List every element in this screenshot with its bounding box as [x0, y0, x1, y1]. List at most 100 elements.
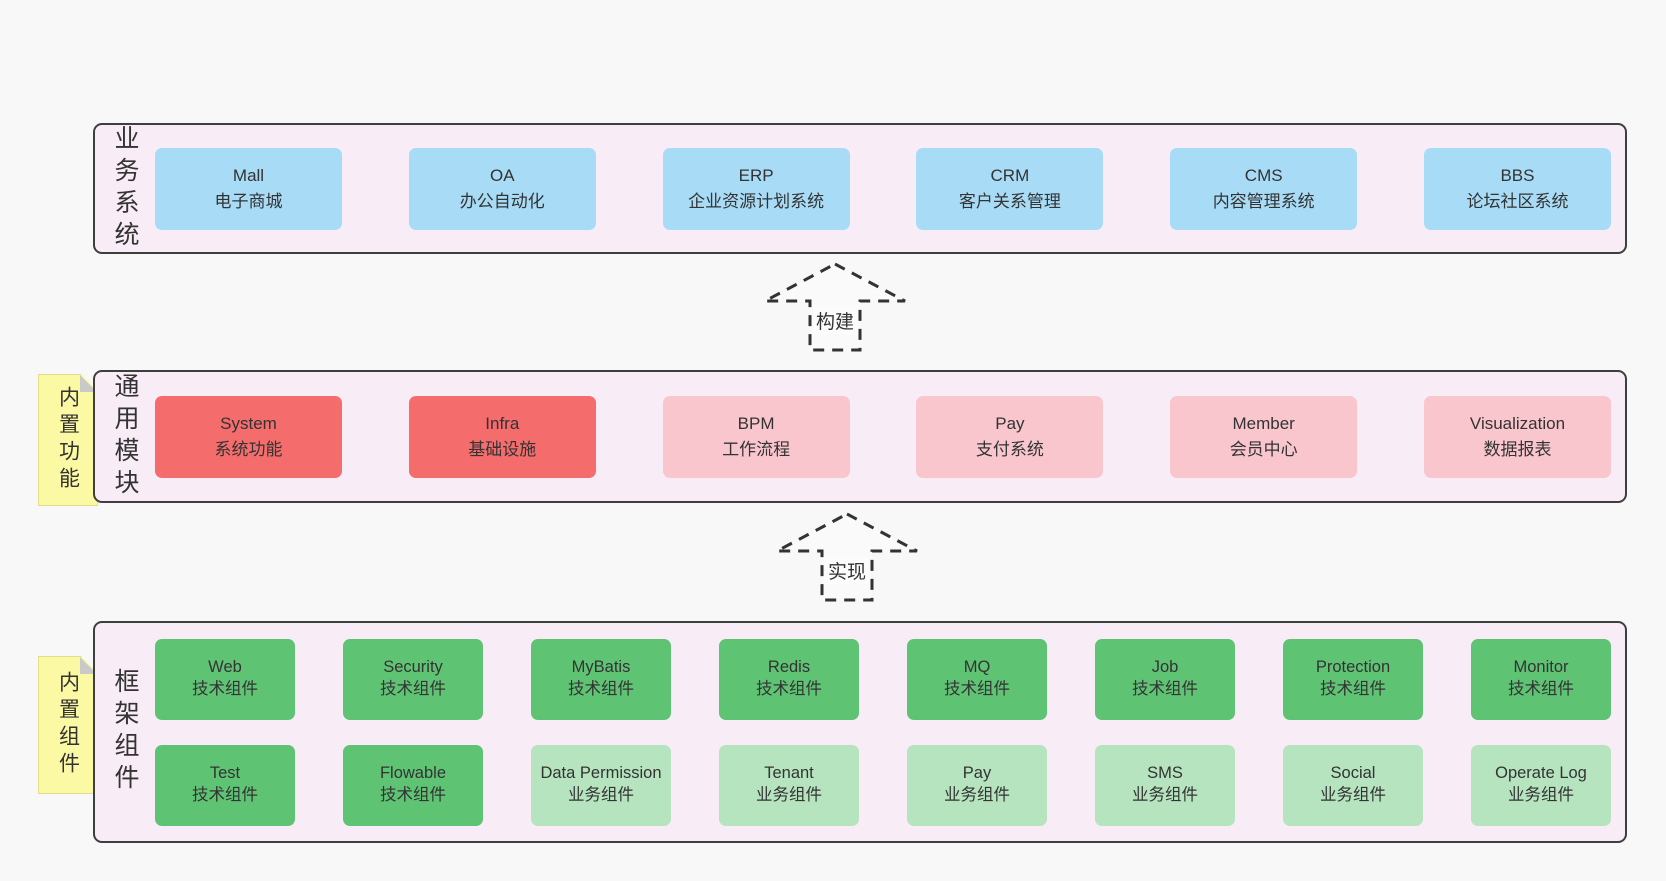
component-name: Mall [232, 166, 265, 185]
component-desc: 业务组件 [1132, 786, 1198, 804]
component-desc: 技术组件 [1132, 680, 1198, 698]
layer-band-common-modules: 通用模块 System 系统功能 Infra 基础设施 BPM 工作流程 Pay 支付系统 Me… [93, 370, 1627, 503]
component-box-monitor: Monitor 技术组件 [1471, 638, 1611, 720]
component-name: Test [209, 764, 241, 783]
component-box-web: Web 技术组件 [155, 638, 295, 720]
component-desc: 电子商城 [214, 191, 283, 211]
component-desc: 技术组件 [944, 680, 1010, 698]
component-desc: 支付系统 [975, 439, 1044, 459]
component-name: MQ [963, 658, 991, 677]
component-desc: 技术组件 [192, 680, 258, 698]
sticky-note-builtin-features: 内置功能 [38, 374, 98, 506]
component-desc: 业务组件 [1320, 786, 1386, 804]
component-box-social: Social 业务组件 [1283, 744, 1423, 826]
component-name: Tenant [764, 764, 814, 783]
component-box-infra: Infra 基础设施 [408, 395, 596, 478]
component-name: CMS [1244, 166, 1283, 185]
component-box-crm: CRM 客户关系管理 [916, 147, 1104, 230]
component-box-erp: ERP 企业资源计划系统 [662, 147, 850, 230]
component-name: ERP [738, 166, 774, 185]
component-name: Job [1151, 658, 1179, 677]
component-desc: 数据报表 [1483, 439, 1552, 459]
sticky-note-label: 内置功能 [56, 386, 80, 494]
business-systems-boxes: Mall 电子商城 OA 办公自动化 ERP 企业资源计划系统 CRM 客户关系管理 CMS 内容… [145, 147, 1625, 230]
component-name: BPM [737, 414, 775, 433]
component-desc: 企业资源计划系统 [688, 191, 825, 211]
component-box-tenant: Tenant 业务组件 [719, 744, 859, 826]
component-desc: 技术组件 [1508, 680, 1574, 698]
component-name: Flowable [379, 764, 447, 783]
sticky-note-builtin-components: 内置组件 [38, 656, 98, 794]
component-desc: 技术组件 [192, 786, 258, 804]
component-desc: 内容管理系统 [1212, 191, 1315, 211]
component-box-bbs: BBS 论坛社区系统 [1423, 147, 1611, 230]
component-desc: 业务组件 [1508, 786, 1574, 804]
component-desc: 技术组件 [568, 680, 634, 698]
component-name: Web [208, 658, 242, 677]
component-desc: 系统功能 [214, 439, 283, 459]
component-name: Pay [962, 764, 992, 783]
component-box-security: Security 技术组件 [343, 638, 483, 720]
component-box-mall: Mall 电子商城 [155, 147, 342, 230]
component-box-test: Test 技术组件 [155, 744, 295, 826]
arrow-label-build: 构建 [812, 307, 858, 334]
component-box-job: Job 技术组件 [1095, 638, 1235, 720]
component-name: Data Permission [540, 764, 662, 783]
component-name: BBS [1500, 166, 1535, 185]
component-box-system: System 系统功能 [155, 395, 342, 478]
component-name: Member [1232, 414, 1295, 433]
component-desc: 业务组件 [568, 786, 634, 804]
component-box-visualization: Visualization 数据报表 [1423, 395, 1611, 478]
component-box-sms: SMS 业务组件 [1095, 744, 1235, 826]
component-box-mybatis: MyBatis 技术组件 [531, 638, 671, 720]
component-name: Security [383, 658, 443, 677]
component-box-flowable: Flowable 技术组件 [343, 744, 483, 826]
component-desc: 办公自动化 [459, 191, 545, 211]
component-desc: 业务组件 [756, 786, 822, 804]
component-desc: 技术组件 [380, 680, 446, 698]
component-name: SMS [1147, 764, 1183, 783]
layer-label-common-modules: 通用模块 [111, 372, 139, 501]
component-desc: 业务组件 [944, 786, 1010, 804]
layer-label-business-systems: 业务系统 [111, 124, 139, 253]
layer-band-business-systems: 业务系统 Mall 电子商城 OA 办公自动化 ERP 企业资源计划系统 CRM 客户关系管理… [93, 123, 1627, 254]
component-desc: 技术组件 [380, 786, 446, 804]
component-name: Infra [485, 414, 520, 433]
component-box-cms: CMS 内容管理系统 [1170, 147, 1358, 230]
component-desc: 基础设施 [468, 439, 537, 459]
component-box-pay: Pay 支付系统 [916, 395, 1104, 478]
component-desc: 会员中心 [1229, 439, 1298, 459]
component-name: MyBatis [571, 658, 631, 677]
component-name: Social [1330, 764, 1376, 783]
component-box-bpm: BPM 工作流程 [662, 395, 850, 478]
arrow-label-implement: 实现 [824, 557, 870, 584]
component-box-data-permission: Data Permission 业务组件 [531, 744, 671, 826]
component-desc: 工作流程 [722, 439, 791, 459]
component-desc: 技术组件 [1320, 680, 1386, 698]
component-name: Redis [767, 658, 811, 677]
component-box-mq: MQ 技术组件 [907, 638, 1047, 720]
component-name: Pay [995, 414, 1025, 433]
component-name: CRM [990, 166, 1030, 185]
arrow-up-implement: 实现 [772, 511, 922, 603]
component-name: System [220, 414, 277, 433]
component-name: OA [490, 166, 515, 185]
component-box-operate-log: Operate Log 业务组件 [1471, 744, 1611, 826]
component-name: Operate Log [1495, 764, 1587, 783]
component-name: Visualization [1469, 414, 1566, 433]
component-desc: 客户关系管理 [958, 191, 1061, 211]
sticky-note-label: 内置组件 [56, 671, 80, 779]
component-name: Monitor [1513, 658, 1569, 677]
component-box-pay: Pay 业务组件 [907, 744, 1047, 826]
component-box-member: Member 会员中心 [1170, 395, 1358, 478]
arrow-up-build: 构建 [760, 261, 910, 353]
common-modules-boxes: System 系统功能 Infra 基础设施 BPM 工作流程 Pay 支付系统 Member 会… [145, 395, 1625, 478]
component-desc: 论坛社区系统 [1466, 191, 1569, 211]
component-box-oa: OA 办公自动化 [408, 147, 596, 230]
